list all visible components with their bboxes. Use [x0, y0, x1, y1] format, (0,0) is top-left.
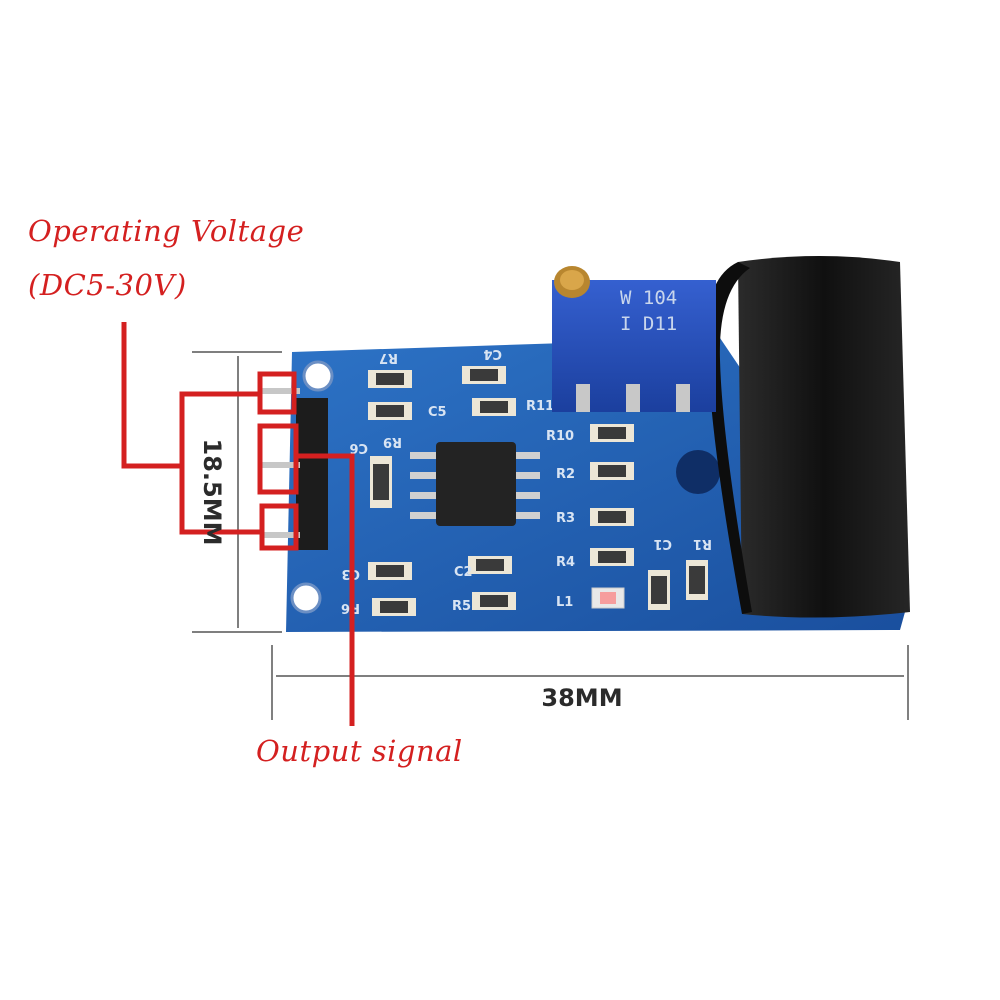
silkscreen-label-c5: C5 [428, 405, 447, 420]
current-transformer [706, 256, 910, 618]
op-amp-chip [410, 442, 540, 526]
output-signal-label: Output signal [256, 734, 463, 768]
potentiometer-marking-1: W 104 [620, 287, 677, 309]
width-dimension [271, 645, 909, 720]
silkscreen-label-c1: C1 [653, 536, 672, 551]
silkscreen-label-r3: R3 [556, 511, 575, 526]
silkscreen-label-r2: R2 [556, 467, 575, 482]
width-dimension-label: 38MM [541, 684, 622, 712]
height-dimension [192, 351, 282, 633]
silkscreen-label-l1: L1 [556, 595, 573, 610]
height-dimension-label: 18.5MM [198, 439, 226, 546]
silkscreen-label-r5: R5 [452, 599, 471, 614]
silkscreen-label-r9: R9 [383, 434, 402, 449]
silkscreen-label-r4: R4 [556, 555, 575, 570]
silkscreen-label-r1: R1 [693, 536, 712, 551]
operating-voltage-label: Operating Voltage [28, 214, 305, 248]
potentiometer-marking-2: I D11 [620, 313, 677, 335]
annotation-graphics [121, 322, 355, 726]
silkscreen-label-c2: C2 [454, 565, 473, 580]
silkscreen-label-r10: R10 [546, 429, 574, 444]
silkscreen-label-c6: C6 [349, 440, 368, 455]
pin-header [262, 388, 328, 550]
silkscreen-labels: R7 C4 C5 R11 R9 C6 R10 R2 R3 R4 R1 C1 C2… [341, 346, 712, 615]
silkscreen-label-r11: R11 [526, 399, 554, 414]
voltage-range-label: (DC5-30V) [28, 268, 187, 302]
silkscreen-label-r7: R7 [379, 350, 398, 365]
silkscreen-label-c4: C4 [483, 346, 502, 361]
potentiometer: W 104 I D11 [552, 266, 716, 412]
smd-components [368, 366, 708, 616]
